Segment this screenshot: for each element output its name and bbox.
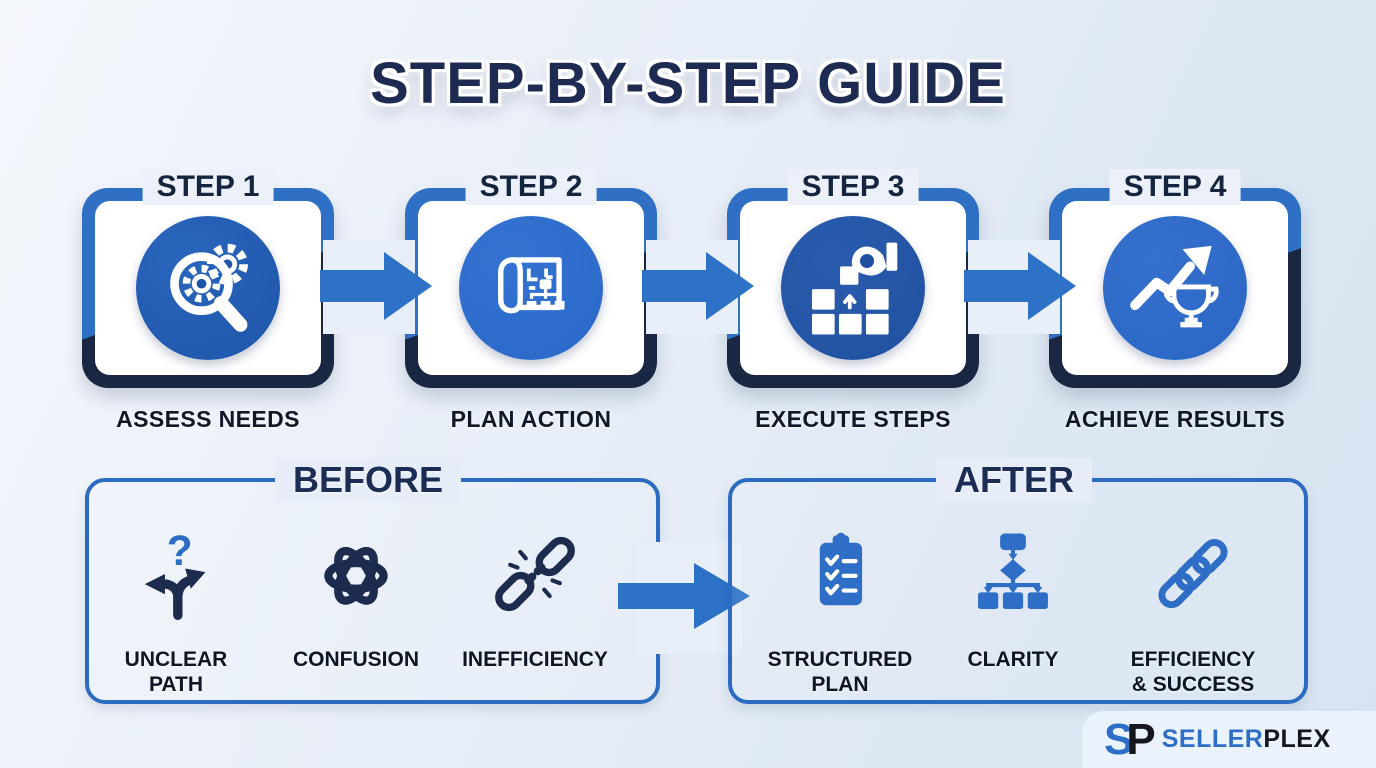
step-4-icon-circle <box>1103 216 1247 360</box>
step-1-caption: ASSESS NEEDS <box>116 406 300 432</box>
step-card-1: STEP 1 <box>82 169 334 388</box>
step-card-2-body <box>418 201 644 375</box>
step-arrow-1-icon <box>320 250 432 322</box>
step-arrow-3-icon <box>964 250 1076 322</box>
forked-path-question-icon: ? <box>130 528 222 620</box>
checklist-clipboard-icon <box>794 528 886 620</box>
step-2-label: STEP 2 <box>465 169 597 205</box>
step-3-caption: EXECUTE STEPS <box>755 406 951 432</box>
blueprint-plan-icon <box>498 257 565 314</box>
after-panel <box>728 478 1308 704</box>
logo-monogram-p: P <box>1126 714 1156 764</box>
step-card-1-body <box>95 201 321 375</box>
logo-monogram-s: S <box>1104 714 1133 764</box>
step-arrow-2-icon <box>642 250 754 322</box>
after-item-label: EFFICIENCY & SUCCESS <box>1130 648 1256 696</box>
step-3-label: STEP 3 <box>787 169 919 205</box>
linked-chain-icon <box>1147 528 1239 620</box>
logo-brand-secondary: PLEX <box>1263 725 1331 753</box>
logo-brand-primary: SELLER <box>1161 725 1264 753</box>
hand-building-blocks-icon <box>811 242 898 335</box>
before-item-label: INEFFICIENCY <box>462 648 608 671</box>
magnifier-gears-icon <box>170 243 248 332</box>
after-title: AFTER <box>936 458 1092 502</box>
growth-arrow-trophy-icon <box>1130 245 1219 328</box>
logo-brand-text: SELLERPLEX <box>1162 727 1331 752</box>
flowchart-icon <box>967 528 1059 620</box>
broken-chain-icon <box>489 528 581 620</box>
after-item-label: STRUCTURED PLAN <box>767 648 913 696</box>
step-card-4: STEP 4 <box>1049 169 1301 388</box>
tangled-knot-icon <box>310 528 402 620</box>
step-1-label: STEP 1 <box>142 169 274 205</box>
before-title: BEFORE <box>274 458 462 502</box>
step-card-2: STEP 2 <box>405 169 657 388</box>
step-3-icon-circle <box>781 216 925 360</box>
before-item-label: UNCLEAR PATH <box>124 648 228 696</box>
step-card-3: STEP 3 <box>727 169 979 388</box>
after-item-label: CLARITY <box>967 648 1059 671</box>
step-4-label: STEP 4 <box>1109 169 1241 205</box>
step-card-4-body <box>1062 201 1288 375</box>
before-after-arrow-icon <box>618 560 750 632</box>
step-4-caption: ACHIEVE RESULTS <box>1064 406 1286 432</box>
step-2-caption: PLAN ACTION <box>450 406 612 432</box>
page-title: STEP-BY-STEP GUIDE <box>370 51 1006 116</box>
step-2-icon-circle <box>459 216 603 360</box>
before-item-label: CONFUSION <box>293 648 419 671</box>
step-card-3-body <box>740 201 966 375</box>
svg-text:?: ? <box>167 528 193 574</box>
step-1-icon-circle <box>136 216 280 360</box>
